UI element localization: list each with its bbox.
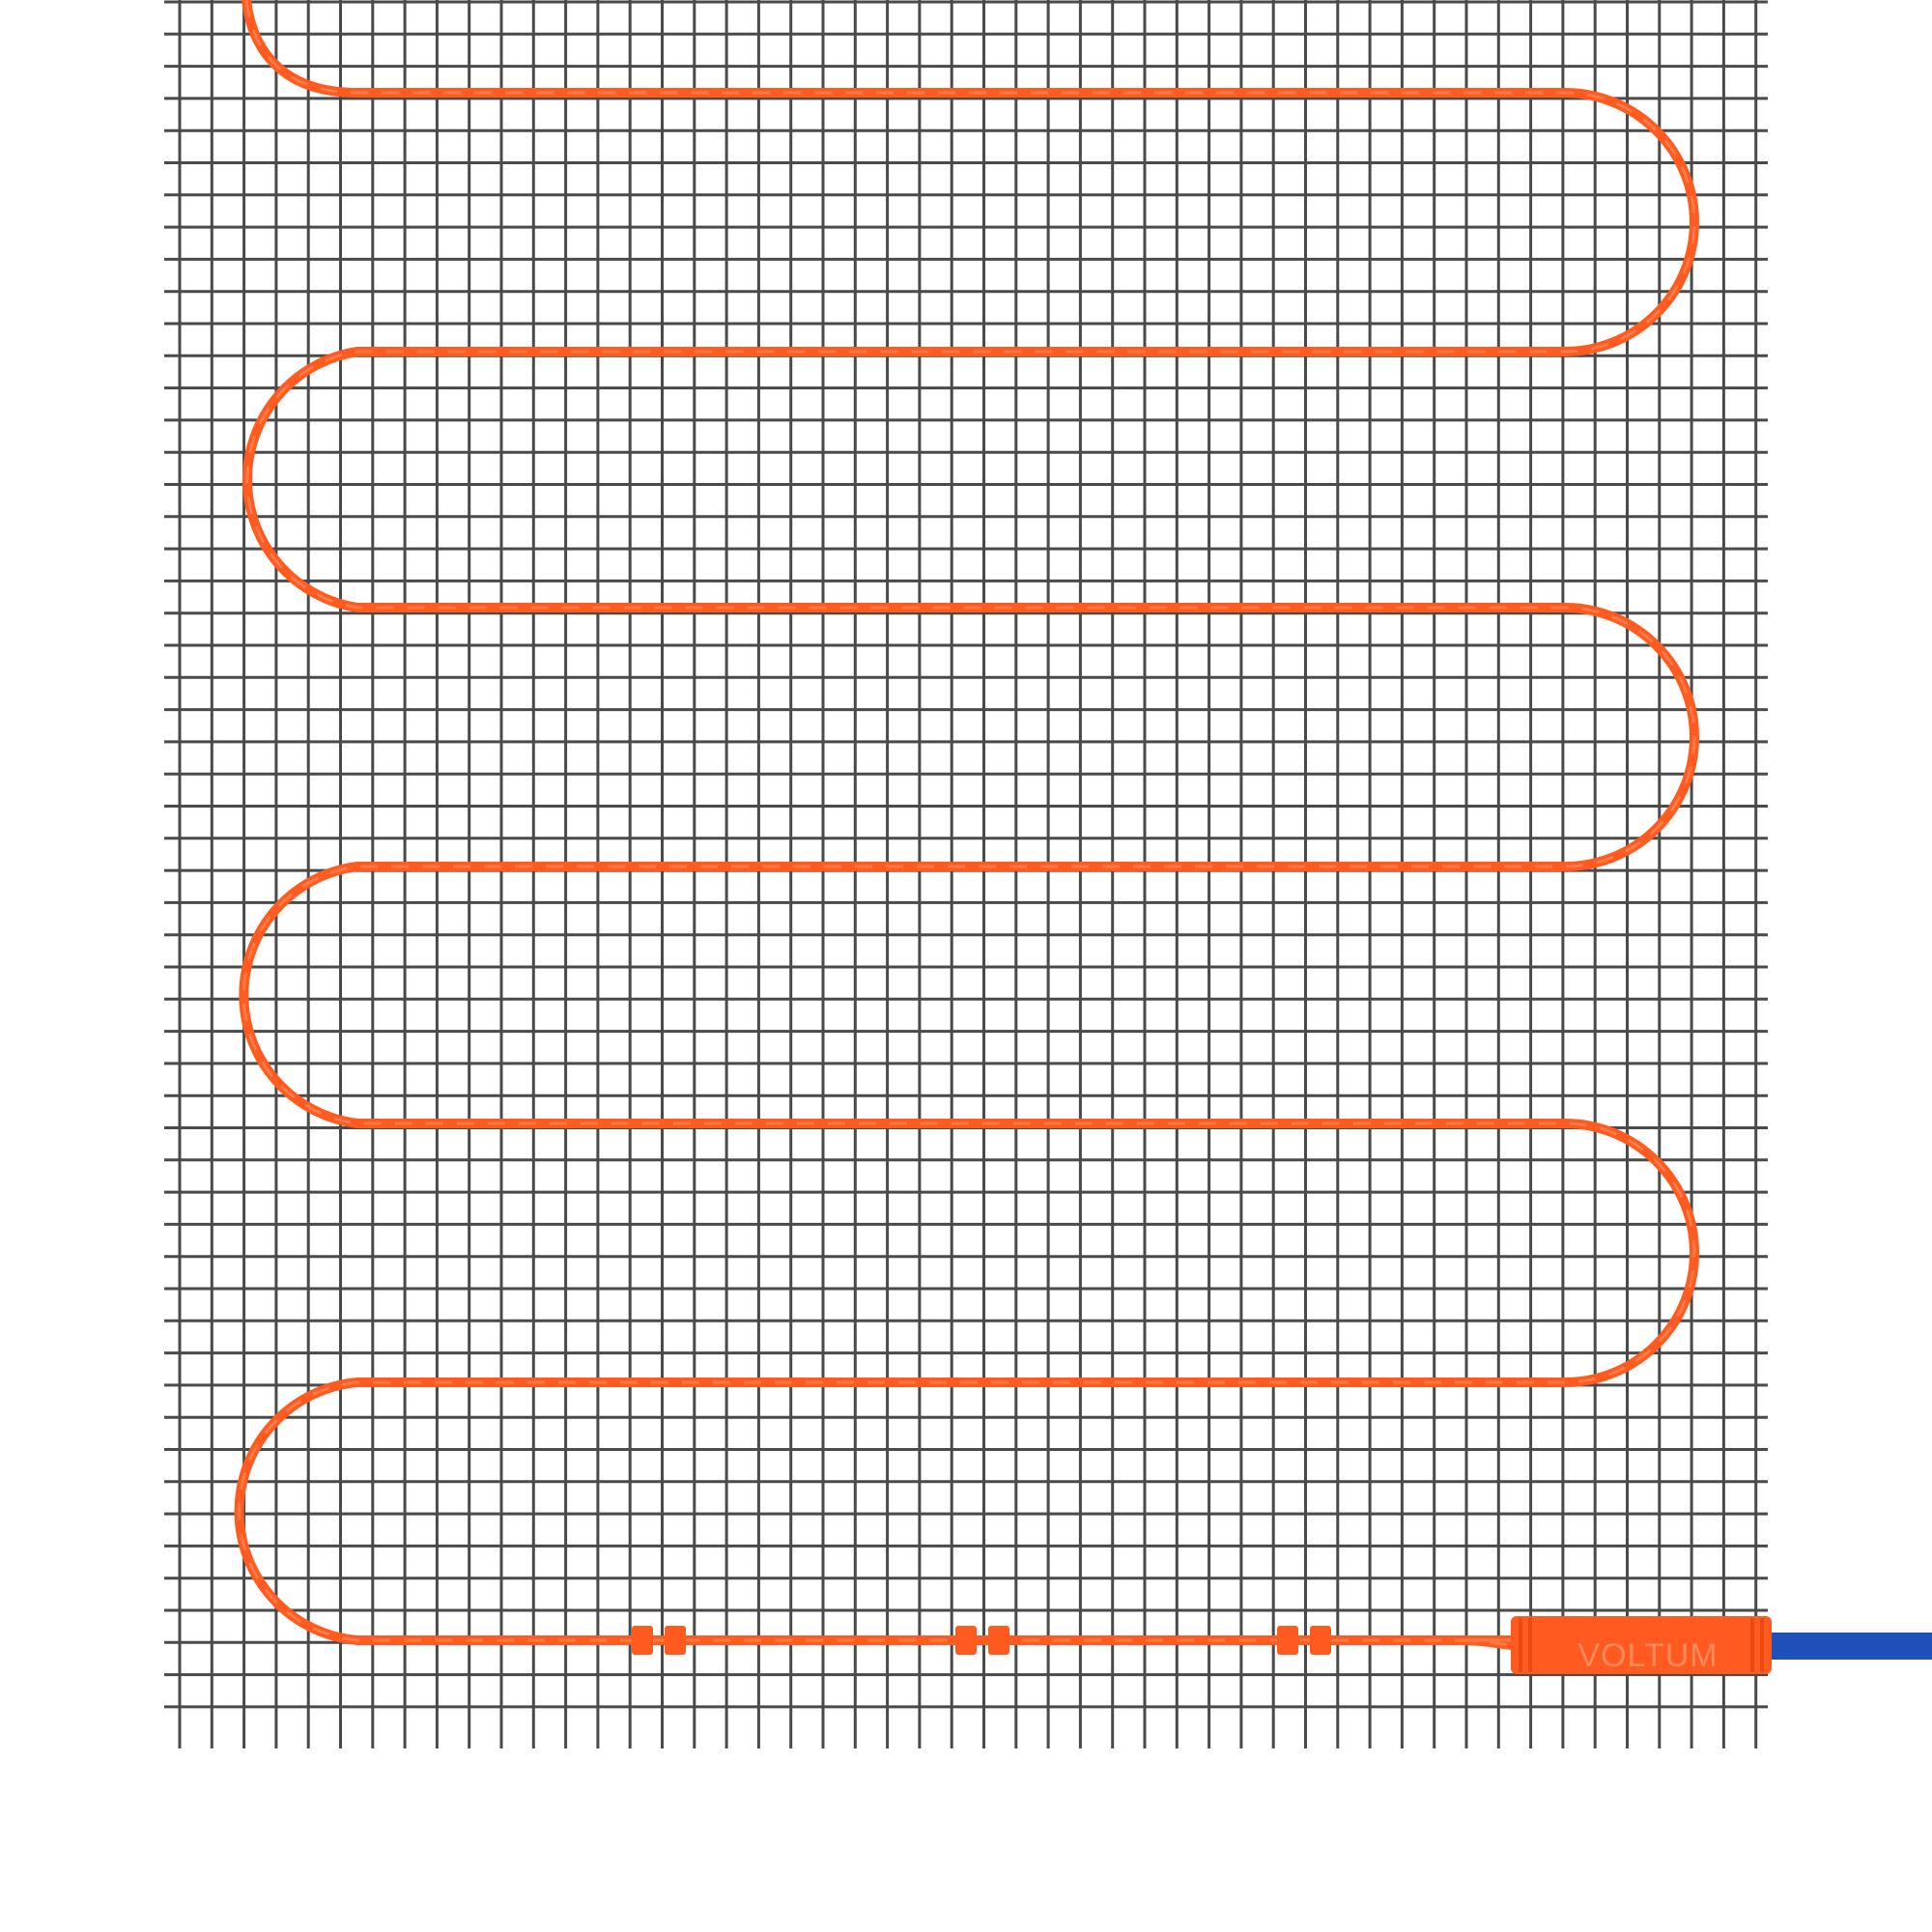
connector-ridge	[1760, 1618, 1764, 1672]
cable-clip	[632, 1626, 653, 1655]
cable-clip	[955, 1626, 977, 1655]
connector-ridge	[1519, 1618, 1522, 1672]
brand-logo: VOLTUM	[1577, 1637, 1718, 1674]
heating-cable	[234, 0, 1699, 1650]
connector-ridge	[1750, 1618, 1754, 1672]
cable-clip	[1277, 1626, 1298, 1655]
mesh-grid	[164, 0, 1768, 1748]
connector-body	[1511, 1616, 1772, 1674]
cable-clips	[632, 1626, 1331, 1655]
cable-clip	[1310, 1626, 1331, 1655]
lead-cable	[1770, 1633, 1932, 1660]
connector-ridge	[1528, 1618, 1532, 1672]
cable-connector: VOLTUM	[1511, 1616, 1772, 1674]
cable-clip	[988, 1626, 1009, 1655]
cable-clip	[665, 1626, 686, 1655]
heating-cable-highlight	[238, 0, 1696, 1647]
